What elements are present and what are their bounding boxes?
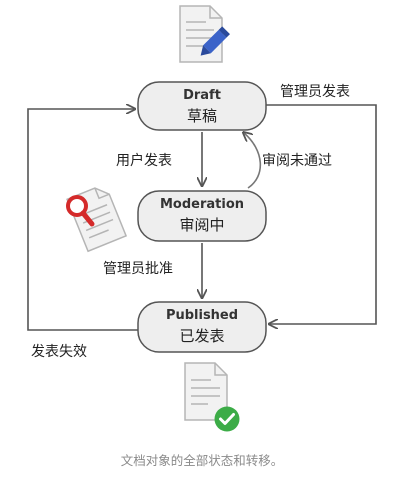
figure-caption: 文档对象的全部状态和转移。 bbox=[121, 453, 284, 468]
state-draft-label-en: Draft bbox=[183, 88, 221, 103]
magnifier-icon bbox=[66, 195, 95, 227]
pencil-icon bbox=[200, 26, 230, 56]
transition-review-rejected bbox=[244, 133, 262, 189]
document-magnifier-icon bbox=[66, 187, 128, 253]
state-moderation-label-zh: 审阅中 bbox=[179, 216, 224, 234]
state-draft: Draft 草稿 bbox=[137, 81, 267, 131]
state-published: Published 已发表 bbox=[137, 301, 267, 353]
transition-admin-publish bbox=[266, 104, 377, 324]
state-moderation-label-en: Moderation bbox=[160, 197, 244, 212]
state-moderation: Moderation 审阅中 bbox=[137, 190, 267, 242]
label-admin-approve: 管理员批准 bbox=[103, 261, 173, 277]
state-draft-label-zh: 草稿 bbox=[187, 107, 217, 125]
document-pencil-icon bbox=[179, 5, 230, 63]
check-icon bbox=[214, 406, 240, 432]
label-review-rejected: 审阅未通过 bbox=[262, 153, 332, 169]
document-check-icon bbox=[184, 362, 240, 432]
transition-publish-expired bbox=[27, 109, 138, 331]
label-admin-publish: 管理员发表 bbox=[280, 84, 350, 100]
state-published-label-zh: 已发表 bbox=[179, 327, 224, 345]
label-user-publish: 用户发表 bbox=[116, 152, 172, 169]
state-published-label-en: Published bbox=[166, 308, 238, 323]
label-publish-expired: 发表失效 bbox=[31, 344, 87, 360]
